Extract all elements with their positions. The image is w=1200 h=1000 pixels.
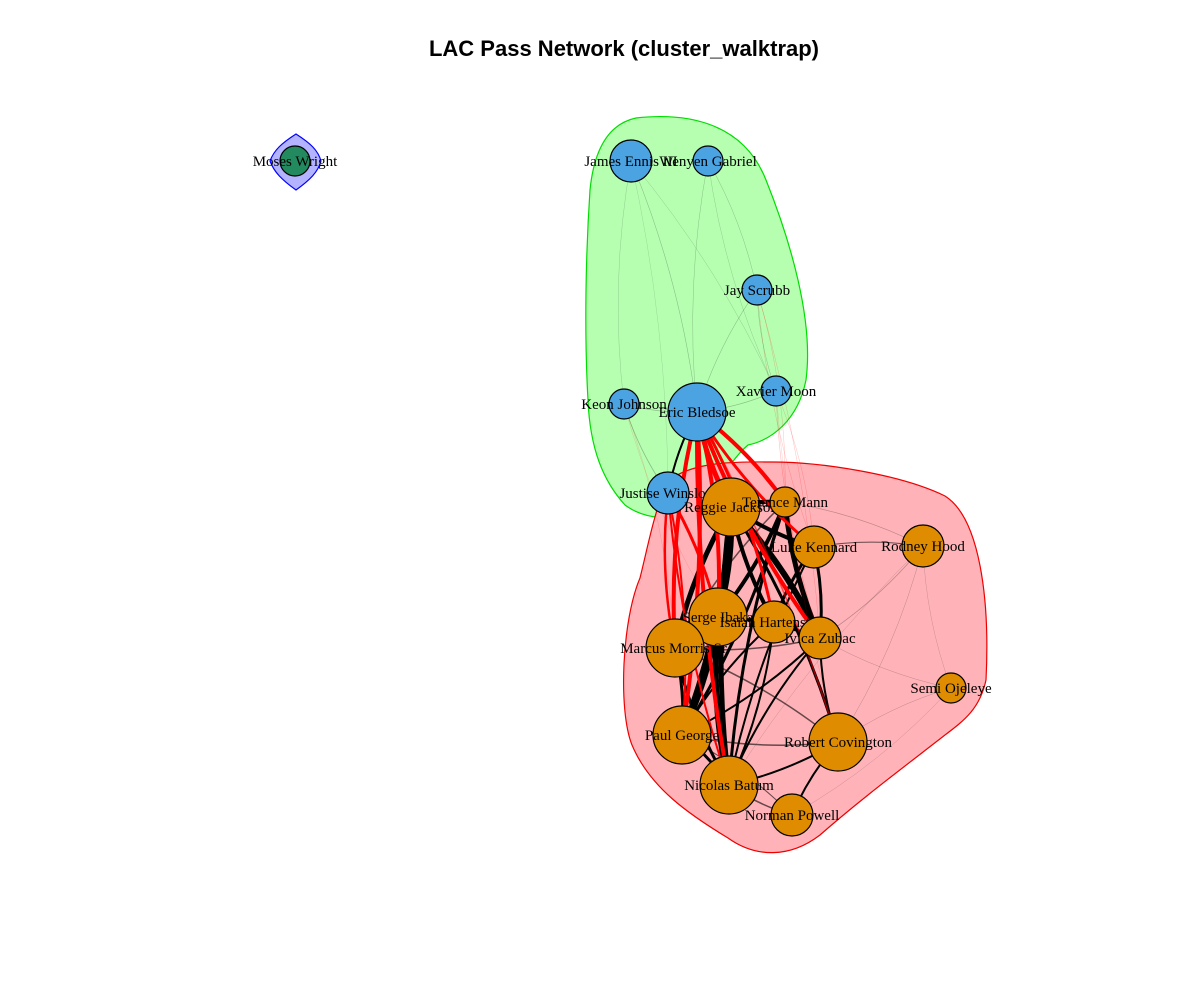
node-rodney-hood: Rodney Hood [881,524,965,568]
node-label: Moses Wright [253,154,338,170]
node-label: Jay Scrubb [724,283,790,299]
node-label: Robert Covington [784,735,892,751]
node-circle [646,471,690,515]
edge-eric-bledsoe-robert-covington [696,411,839,743]
node-circle [692,145,724,177]
node-circle [808,712,868,772]
node-label: Serge Ibaka [683,610,754,626]
node-circle [688,587,748,647]
edge-luke-kennard-nicolas-batum [728,546,815,786]
node-paul-george: Paul George [645,705,720,765]
node-circle [901,524,945,568]
node-james-ennis-iii: James Ennis III [584,139,678,183]
node-circle [279,145,311,177]
node-terance-mann: Terance Mann [742,486,828,518]
node-marcus-morris-sr: Marcus Morris Sr. [620,618,730,678]
node-circle [741,274,773,306]
node-circle [645,618,705,678]
edge-jay-scrubb-ivica-zubac [756,289,821,639]
node-label: Xavier Moon [736,384,817,400]
edge-eric-bledsoe-james-ennis-iii [630,160,698,413]
node-moses-wright: Moses Wright [253,145,338,177]
node-circle [935,672,967,704]
edge-rodney-hood-nicolas-batum [728,545,924,786]
node-label: Wenyen Gabriel [659,154,757,170]
node-eric-bledsoe: Eric Bledsoe [658,382,736,442]
edge-james-ennis-iii-xavier-moon [630,160,777,392]
node-serge-ibaka: Serge Ibaka [683,587,754,647]
node-circle [798,616,842,660]
node-circle [770,793,814,837]
node-ivica-zubac: Ivica Zubac [784,616,856,660]
node-justise-winslow: Justise Winslow [619,471,717,515]
node-label: Nicolas Batum [684,778,774,794]
node-reggie-jackson: Reggie Jackson [684,477,778,537]
node-semi-ojeleye: Semi Ojeleye [910,672,992,704]
node-label: Terance Mann [742,495,828,511]
node-circle [608,388,640,420]
node-keon-johnson: Keon Johnson [581,388,667,420]
edge-wenyen-gabriel-xavier-moon [707,160,777,392]
node-label: Marcus Morris Sr. [620,641,730,657]
edge-james-ennis-iii-keon-johnson [617,160,632,405]
node-robert-covington: Robert Covington [784,712,892,772]
node-circle [699,755,759,815]
node-circle [769,486,801,518]
plot-title: LAC Pass Network (cluster_walktrap) [428,36,820,61]
node-label: Paul George [645,728,720,744]
edge-keon-johnson-marcus-morris-sr [623,403,676,649]
node-wenyen-gabriel: Wenyen Gabriel [659,145,757,177]
node-circle [752,600,796,644]
edge-jay-scrubb-luke-kennard [756,289,815,548]
node-jay-scrubb: Jay Scrubb [724,274,790,306]
node-label: Eric Bledsoe [658,405,735,421]
node-circle [760,375,792,407]
node-label: Justise Winslow [619,486,716,502]
edge-eric-bledsoe-wenyen-gabriel [692,160,709,413]
node-circle [667,382,727,442]
node-label: Rodney Hood [881,539,965,555]
node-label: James Ennis III [584,154,677,170]
node-label: Ivica Zubac [784,631,856,647]
node-label: Keon Johnson [581,397,667,413]
node-xavier-moon: Xavier Moon [736,375,817,407]
node-label: Norman Powell [745,808,840,824]
node-luke-kennard: Luke Kennard [771,525,858,569]
node-circle [792,525,836,569]
edge-semi-ojeleye-norman-powell [791,687,952,816]
node-circle [701,477,761,537]
node-circle [609,139,653,183]
node-label: Semi Ojeleye [910,681,992,697]
edge-james-ennis-iii-justise-winslow [630,160,669,494]
node-label: Reggie Jackson [684,500,778,516]
edge-xavier-moon-robert-covington [775,390,839,743]
edge-eric-bledsoe-marcus-morris-sr [671,411,699,649]
node-norman-powell: Norman Powell [745,793,840,837]
edge-eric-bledsoe-paul-george [680,411,703,736]
node-label: Luke Kennard [771,540,858,556]
node-nicolas-batum: Nicolas Batum [684,755,774,815]
node-circle [652,705,712,765]
